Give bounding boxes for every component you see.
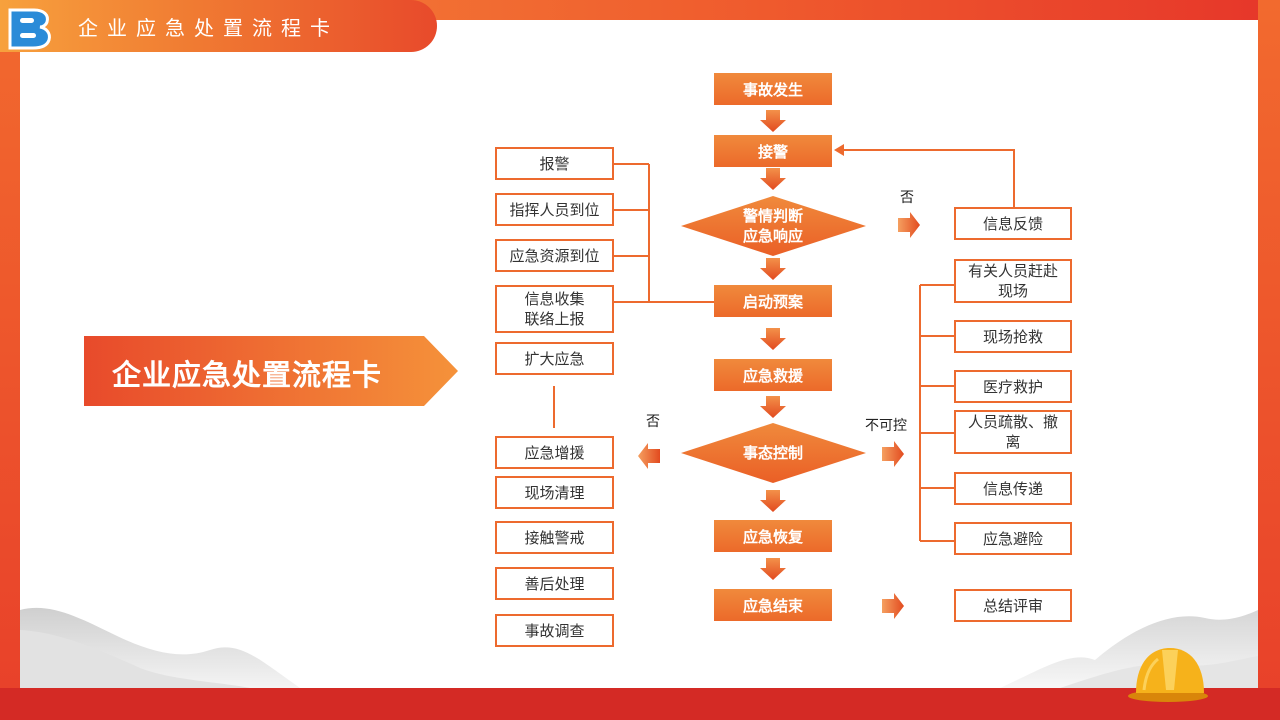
- node-alarm-receive: 接警: [714, 135, 832, 167]
- right-arrow: [882, 441, 904, 467]
- left-item-info-collect-line1: 信息收集: [524, 290, 585, 308]
- down-arrow: [760, 396, 786, 418]
- down-arrow: [760, 110, 786, 132]
- right-item-onsite-rescue: 现场抢救: [954, 320, 1072, 353]
- left-item-cleanup: 现场清理: [495, 476, 614, 509]
- right-item-rush-to-scene: 有关人员赶赴 现场: [954, 259, 1072, 303]
- node-judge-line2: 应急响应: [742, 227, 803, 245]
- right-item-feedback: 信息反馈: [954, 207, 1072, 240]
- node-start-plan: 启动预案: [714, 285, 832, 317]
- judge-diamond: [681, 196, 866, 256]
- right-item-medical: 医疗救护: [954, 370, 1072, 403]
- node-control: 事态控制: [742, 444, 803, 462]
- left-item-aftermath: 善后处理: [495, 567, 614, 600]
- right-item-info-transfer: 信息传递: [954, 472, 1072, 505]
- left-bracket-lines: [614, 163, 714, 303]
- down-arrow: [760, 328, 786, 350]
- down-arrow: [760, 168, 786, 190]
- header-title: 企业应急处置流程卡: [78, 16, 339, 40]
- left-item-reinforce: 应急增援: [495, 436, 614, 469]
- down-arrow: [760, 490, 786, 512]
- node-recovery: 应急恢复: [714, 520, 832, 552]
- right-item-summary: 总结评审: [954, 589, 1072, 622]
- down-arrow: [760, 258, 786, 280]
- left-item-alarm: 报警: [495, 147, 614, 180]
- right-arrow: [898, 212, 920, 238]
- label-no-left: 否: [646, 414, 660, 430]
- logo-icon: [6, 4, 56, 54]
- right-arrow: [882, 593, 904, 619]
- banner-title: 企业应急处置流程卡: [112, 358, 383, 392]
- node-judge: 警情判断 应急响应: [713, 204, 833, 248]
- frame-right: [1258, 0, 1280, 720]
- header-bar: [0, 0, 437, 52]
- left-item-expand: 扩大应急: [495, 342, 614, 375]
- right-item-rush-line1: 有关人员赶赴: [967, 262, 1058, 280]
- label-no-top: 否: [900, 190, 914, 206]
- label-uncontrollable: 不可控: [865, 418, 907, 434]
- left-item-info-collect: 信息收集 联络上报: [495, 285, 614, 333]
- right-item-avoid-danger: 应急避险: [954, 522, 1072, 555]
- mountain-decoration: [20, 607, 1258, 688]
- left-item-info-collect-line2: 联络上报: [524, 310, 585, 328]
- left-item-cordon: 接触警戒: [495, 521, 614, 554]
- feedback-arrowhead: [834, 144, 844, 156]
- left-item-investigation: 事故调查: [495, 614, 614, 647]
- feedback-loop-line: [842, 149, 1015, 207]
- control-diamond: [681, 423, 866, 483]
- frame-bottom: [0, 688, 1280, 720]
- right-bracket-lines: [919, 284, 954, 542]
- left-arrow: [638, 443, 660, 469]
- node-rescue: 应急救援: [714, 359, 832, 391]
- node-end: 应急结束: [714, 589, 832, 621]
- right-item-evacuation: 人员疏散、撤 离: [954, 410, 1072, 454]
- right-item-rush-line2: 现场: [997, 282, 1028, 300]
- node-judge-line1: 警情判断: [742, 207, 803, 225]
- right-item-evac-line2: 离: [1005, 433, 1021, 451]
- right-item-evac-line1: 人员疏散、撤: [967, 413, 1058, 431]
- node-accident: 事故发生: [714, 73, 832, 105]
- hard-hat-icon: [1128, 648, 1208, 702]
- left-item-resources: 应急资源到位: [495, 239, 614, 272]
- title-banner-shape: [84, 336, 458, 406]
- down-arrow: [760, 558, 786, 580]
- left-item-commanders: 指挥人员到位: [495, 193, 614, 226]
- frame-left: [0, 0, 20, 720]
